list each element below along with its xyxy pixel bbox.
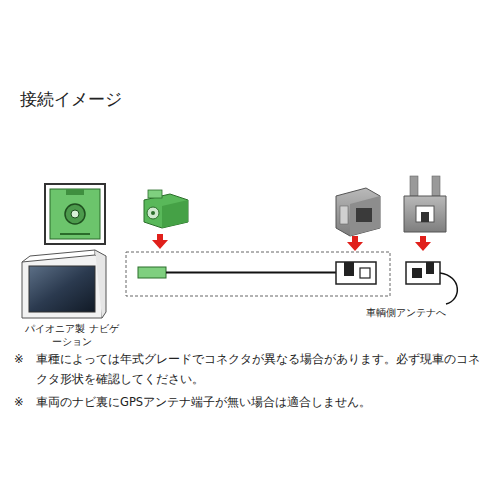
note-text: 車両のナビ裏にGPSアンテナ端子が無い場合は適合しません。 [36, 392, 484, 412]
navigation-unit [22, 250, 106, 318]
diagram-title: 接続イメージ [20, 88, 122, 111]
device-label: パイオニア製 ナビゲーション [24, 322, 120, 348]
vehicle-plug [406, 262, 457, 304]
vehicle-connector [404, 176, 446, 232]
green-connector [144, 190, 188, 228]
leader-label: 車輌側アンテナへ [366, 307, 476, 319]
note-text: 車種によっては年式グレードでコネクタが異なる場合があります。必ず現車のコネクタ形… [36, 349, 484, 389]
note-mark: ※ [14, 392, 32, 412]
cable-assembly [126, 252, 390, 296]
grey-connector [336, 188, 380, 236]
red-arrows [152, 234, 431, 251]
nav-port-icon [45, 184, 105, 244]
note-mark: ※ [14, 349, 32, 369]
